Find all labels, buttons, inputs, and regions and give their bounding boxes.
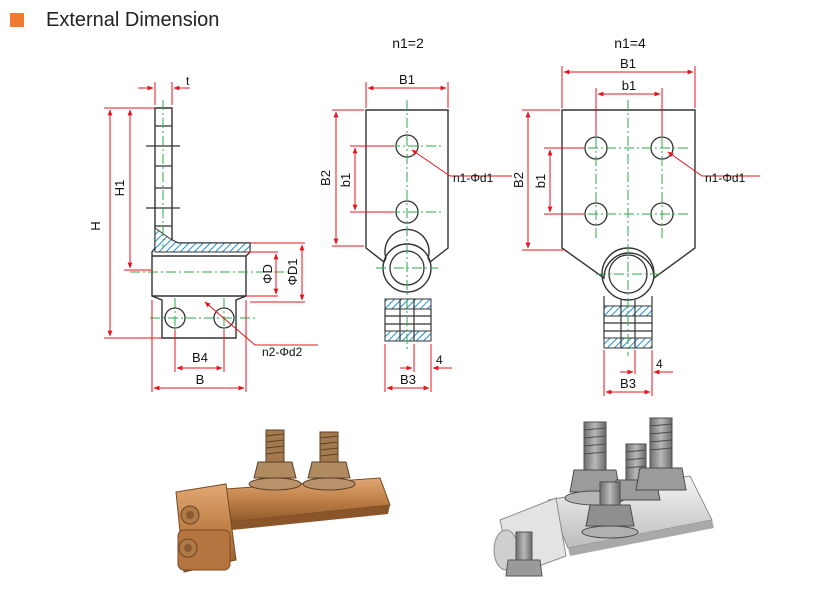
dim-label-4-n4: 4 [656, 357, 663, 371]
side-view [104, 82, 318, 392]
dim-label-B3-n2: B3 [400, 372, 416, 387]
side-centerlines [130, 100, 290, 345]
steel-stud-4 [581, 481, 639, 539]
steel-stud-3 [635, 417, 687, 491]
dim-label-H1: H1 [112, 180, 127, 197]
front-n2-centerlines [372, 100, 442, 350]
copper-stud-right [302, 431, 356, 491]
side-plate-outline [151, 107, 251, 339]
front-n2-hatch-top [384, 298, 432, 310]
view-title-n4: n1=4 [614, 35, 646, 51]
dim-label-D1: ΦD1 [285, 259, 300, 286]
dim-label-B3-n4: B3 [620, 376, 636, 391]
section-title: External Dimension [46, 8, 220, 31]
front-view-n4 [522, 66, 760, 396]
front-view-n2 [332, 82, 512, 392]
dim-label-B2-n4: B2 [511, 172, 526, 188]
view-title-n2: n1=2 [392, 35, 424, 51]
dim-label-b1-top-n4: b1 [622, 78, 636, 93]
side-hole-right [213, 307, 235, 329]
dim-label-B1-n2: B1 [399, 72, 415, 87]
side-hole-left [164, 307, 186, 329]
side-weld-hatch [154, 227, 251, 253]
dim-label-b1-side-n4: b1 [533, 174, 548, 188]
side-labels: t H H1 ΦD ΦD1 B4 B n2-Φd2 [88, 74, 303, 387]
copper-stud-left [248, 429, 302, 491]
front-n4-centerlines [570, 100, 690, 356]
dim-label-t: t [186, 74, 190, 88]
dim-label-B2-n2: B2 [318, 170, 333, 186]
front-n2-dimensions [332, 82, 512, 392]
barrel-bolt-icon [505, 531, 543, 577]
front-n2-labels: B1 B2 b1 n1-Φd1 B3 4 [318, 72, 494, 387]
aluminium-terminal-photo [493, 417, 714, 577]
dim-label-B: B [196, 372, 205, 387]
section-header: External Dimension [10, 6, 219, 34]
label-n1-d1-n4: n1-Φd1 [705, 171, 746, 185]
dim-label-D: ΦD [260, 264, 275, 284]
orange-square-icon [10, 13, 24, 27]
front-n4-dimensions [522, 66, 760, 396]
dim-label-4-n2: 4 [436, 353, 443, 367]
dim-label-B1-n4: B1 [620, 56, 636, 71]
dim-label-H: H [88, 221, 103, 230]
side-dimensions [104, 82, 318, 392]
copper-terminal-photo [175, 429, 391, 573]
label-n2-d2: n2-Φd2 [262, 345, 303, 359]
dim-label-b1-n2: b1 [338, 173, 353, 187]
front-n2-hatch-bottom [384, 330, 432, 342]
dim-label-B4: B4 [192, 350, 208, 365]
clamp-bolt-icon [178, 505, 200, 558]
front-n4-labels: B1 b1 B2 b1 n1-Φd1 B3 4 [511, 56, 746, 391]
label-n1-d1-n2: n1-Φd1 [453, 171, 494, 185]
